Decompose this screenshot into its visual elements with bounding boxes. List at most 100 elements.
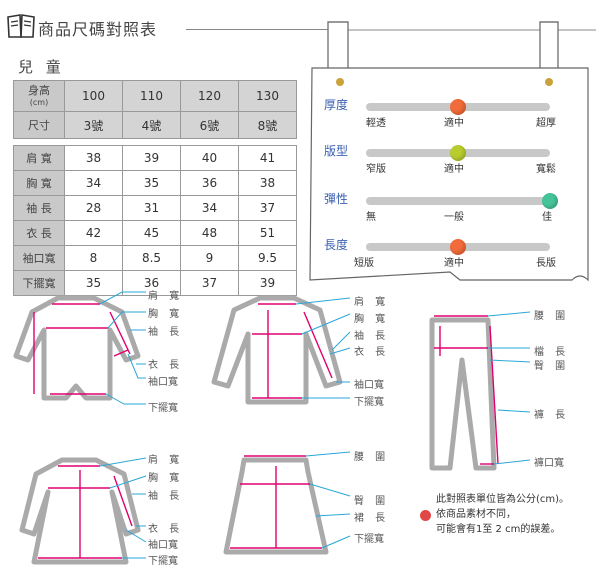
height-header: 身高(cm) (13, 80, 65, 112)
table-cell: 45 (122, 220, 181, 246)
romper-label: 袖 長 (148, 327, 184, 338)
scale-left-label: 短版 (354, 258, 374, 269)
romper-outline (13, 295, 141, 401)
row-label: 下擺寬 (13, 270, 65, 296)
scale-mid-label: 適中 (444, 164, 464, 175)
table-cell: 35 (64, 270, 123, 296)
dress-label: 袖 長 (148, 491, 184, 502)
table-cell: 39 (122, 145, 181, 171)
scale-right-label: 寬鬆 (536, 164, 556, 175)
scale-label: 厚度 (324, 98, 349, 112)
table-cell: 41 (238, 145, 297, 171)
size-cell: 3號 (64, 111, 123, 139)
table-cell: 28 (64, 195, 123, 221)
romper-label: 袖口寬 (148, 377, 178, 388)
scale-left-label: 無 (366, 212, 376, 223)
height-cell: 110 (122, 80, 181, 112)
tee-label: 袖 長 (354, 331, 390, 342)
row-label: 袖 長 (13, 195, 65, 221)
table-cell: 34 (180, 195, 239, 221)
section-title: 兒 童 (18, 58, 65, 76)
scale-mid-label: 適中 (444, 118, 464, 129)
height-cell: 100 (64, 80, 123, 112)
table-cell: 8 (64, 245, 123, 271)
dress-outline (19, 457, 141, 565)
height-row: 身高(cm) 100 110 120 130 (13, 80, 297, 112)
tee-label: 衣 長 (354, 347, 390, 358)
skirt-label: 下擺寬 (354, 534, 384, 545)
scale-marker (450, 239, 466, 255)
table-cell: 39 (238, 270, 297, 296)
size-table: 身高(cm) 100 110 120 130 尺寸 3號 4號 6號 8號 肩 … (13, 80, 297, 296)
scale-mid-label: 適中 (444, 258, 464, 269)
skirt-label: 裙 長 (354, 513, 390, 524)
tee-label: 袖口寬 (354, 380, 384, 391)
skirt-label: 腰 圍 (354, 452, 390, 463)
pants-label: 檔 長 (534, 347, 570, 358)
note-line: 依商品素材不同， (436, 509, 516, 520)
tee-label: 下擺寬 (354, 397, 384, 408)
table-row: 袖口寬 8 8.5 9 9.5 (13, 245, 297, 271)
table-cell: 9 (180, 245, 239, 271)
tee-label: 胸 寬 (354, 314, 390, 325)
size-cell: 6號 (180, 111, 239, 139)
table-cell: 42 (64, 220, 123, 246)
dress-label: 衣 長 (148, 524, 184, 535)
table-cell: 37 (238, 195, 297, 221)
scale-label: 彈性 (324, 192, 349, 206)
table-cell: 37 (180, 270, 239, 296)
row-label: 衣 長 (13, 220, 65, 246)
romper-label: 衣 長 (148, 360, 184, 371)
scale-right-label: 長版 (536, 258, 556, 269)
skirt-label: 臀 圍 (354, 496, 390, 507)
table-cell: 38 (238, 170, 297, 196)
scale-right-label: 超厚 (536, 118, 556, 129)
fabric-scale-board: 厚度 輕透 適中 超厚 版型 窄版 適中 寬鬆 彈性 無 一般 佳 長度 短版 … (312, 68, 586, 284)
row-label: 肩 寬 (13, 145, 65, 171)
table-row: 肩 寬 38 39 40 41 (13, 145, 297, 171)
table-cell: 40 (180, 145, 239, 171)
pants-label: 腰 圍 (534, 311, 570, 322)
note-line: 此對照表單位皆為公分(cm)。 (436, 494, 570, 505)
page-title: 商品尺碼對照表 (38, 20, 158, 39)
note-line: 可能會有1至 2 cm的誤差。 (436, 524, 561, 535)
pants-label: 褲口寬 (534, 458, 564, 469)
table-cell: 9.5 (238, 245, 297, 271)
table-cell: 48 (180, 220, 239, 246)
scale-marker (450, 99, 466, 115)
skirt-outline (223, 457, 329, 555)
dress-label: 胸 寬 (148, 473, 184, 484)
table-cell: 8.5 (122, 245, 181, 271)
note-bullet-icon (420, 510, 431, 521)
page-header: 商品尺碼對照表 (4, 10, 594, 40)
pants-label: 褲 長 (534, 410, 570, 421)
scale-left-label: 窄版 (366, 164, 386, 175)
dress-label: 肩 寬 (148, 455, 184, 466)
pants-label: 臀 圍 (534, 361, 570, 372)
scale-track (366, 197, 550, 205)
measurement-note: 此對照表單位皆為公分(cm)。 依商品素材不同， 可能會有1至 2 cm的誤差。 (420, 492, 570, 537)
size-cell: 4號 (122, 111, 181, 139)
scale-mid-label: 一般 (444, 212, 464, 223)
table-cell: 36 (180, 170, 239, 196)
romper-label: 下擺寬 (148, 403, 178, 414)
scale-marker (450, 145, 466, 161)
table-cell: 51 (238, 220, 297, 246)
table-row: 下擺寬 35 36 37 39 (13, 270, 297, 296)
row-label: 胸 寬 (13, 170, 65, 196)
romper-label: 肩 寬 (148, 291, 184, 302)
table-row: 胸 寬 34 35 36 38 (13, 170, 297, 196)
table-cell: 34 (64, 170, 123, 196)
height-cell: 130 (238, 80, 297, 112)
table-cell: 38 (64, 145, 123, 171)
romper-label: 胸 寬 (148, 309, 184, 320)
scale-label: 版型 (324, 144, 349, 158)
dress-label: 下擺寬 (148, 556, 178, 567)
table-cell: 35 (122, 170, 181, 196)
hanging-board-frame (309, 21, 596, 282)
scale-marker (542, 193, 558, 209)
size-row: 尺寸 3號 4號 6號 8號 (13, 111, 297, 139)
scale-left-label: 輕透 (366, 118, 386, 129)
row-label: 袖口寬 (13, 245, 65, 271)
pants-outline (429, 317, 497, 471)
